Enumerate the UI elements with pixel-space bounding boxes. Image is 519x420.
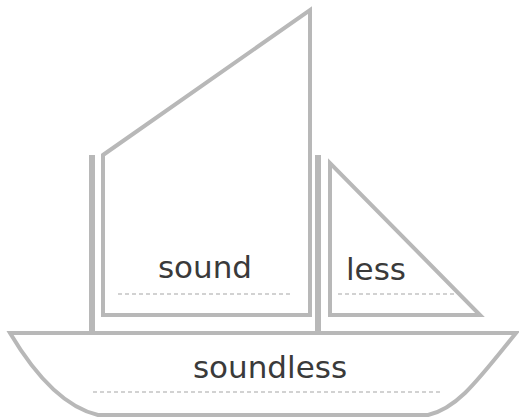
outline bbox=[330, 163, 480, 315]
outline bbox=[103, 10, 310, 315]
boat-hull: soundless bbox=[8, 330, 518, 418]
word-part: sound bbox=[158, 252, 252, 283]
writing-guide-line bbox=[93, 391, 440, 392]
small-sail-outline bbox=[326, 160, 486, 318]
right-mast bbox=[315, 155, 321, 335]
word-part: less bbox=[346, 254, 406, 285]
left-mast bbox=[89, 155, 95, 335]
writing-guide-line bbox=[118, 293, 292, 294]
small-sail: less bbox=[326, 160, 486, 318]
outline bbox=[10, 333, 516, 415]
writing-guide-line bbox=[338, 293, 456, 294]
large-sail: sound bbox=[100, 8, 313, 318]
word-part: soundless bbox=[193, 352, 347, 383]
